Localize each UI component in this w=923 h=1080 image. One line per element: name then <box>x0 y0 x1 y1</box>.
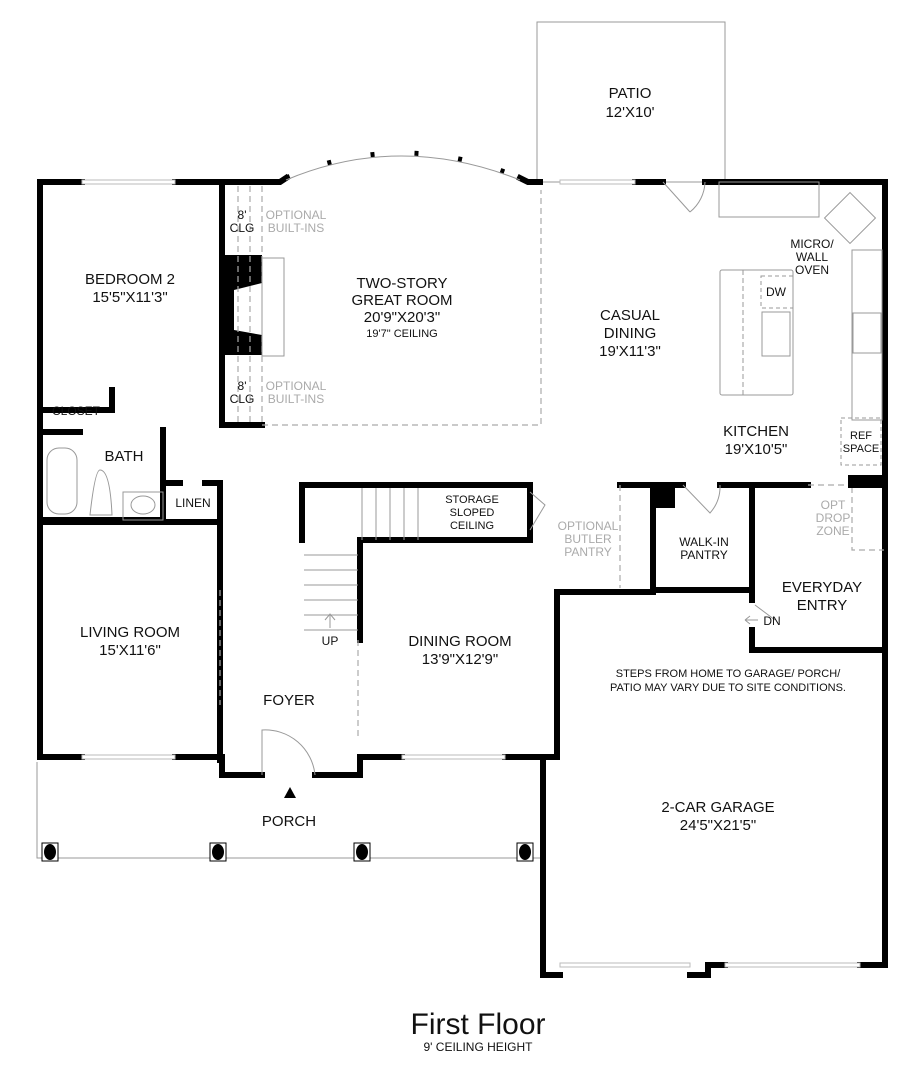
micro-oven-label: MICRO/ <box>790 237 834 251</box>
drop-zone-label: DROP <box>816 511 851 525</box>
walk-in-pantry-label: WALK-IN <box>679 535 729 549</box>
floor-title: First Floor <box>411 1008 546 1041</box>
casual-dining-size: 19'X11'3" <box>599 343 661 360</box>
porch-columns <box>41 842 534 862</box>
casual-dining-label-2: DINING <box>604 325 657 342</box>
dishwasher-label: DW <box>766 285 787 299</box>
storage-label: CEILING <box>450 520 494 532</box>
staircase <box>304 488 419 631</box>
butler-pantry-label: PANTRY <box>564 545 612 559</box>
garage-label: 2-CAR GARAGE <box>661 799 774 816</box>
patio-outline <box>536 21 726 183</box>
kitchen-fixtures <box>46 181 883 521</box>
bath-label: BATH <box>105 448 144 465</box>
down-label: DN <box>763 614 780 628</box>
clg-label: CLG <box>230 221 255 235</box>
great-room-ceiling: 19'7" CEILING <box>366 328 437 340</box>
great-room-label-2: GREAT ROOM <box>351 292 452 309</box>
optional-builtins: BUILT-INS <box>268 392 324 406</box>
foyer-label: FOYER <box>263 692 315 709</box>
butler-pantry-label: BUTLER <box>564 532 612 546</box>
clg-label: CLG <box>230 392 255 406</box>
living-room-label: LIVING ROOM <box>80 624 180 641</box>
dining-room-label: DINING ROOM <box>408 633 511 650</box>
walk-in-pantry-label: PANTRY <box>680 548 728 562</box>
steps-note: PATIO MAY VARY DUE TO SITE CONDITIONS. <box>610 682 846 694</box>
porch-label: PORCH <box>262 813 316 830</box>
optional-builtins: OPTIONAL <box>266 208 327 222</box>
linen-label: LINEN <box>175 496 210 510</box>
patio-label: PATIO <box>609 85 652 102</box>
steps-note: STEPS FROM HOME TO GARAGE/ PORCH/ <box>616 668 841 680</box>
bedroom2-size: 15'5"X11'3" <box>92 289 167 306</box>
optional-builtins: BUILT-INS <box>268 221 324 235</box>
kitchen-label: KITCHEN <box>723 423 789 440</box>
entry-arrow-icon <box>284 787 296 798</box>
doors <box>261 181 776 776</box>
casual-dining-label: CASUAL <box>600 307 660 324</box>
micro-oven-label: WALL <box>796 250 829 264</box>
butler-pantry-label: OPTIONAL <box>558 519 619 533</box>
kitchen-size: 19'X10'5" <box>725 441 788 458</box>
great-room-label: TWO-STORY <box>356 275 447 292</box>
drop-zone-label: ZONE <box>816 524 849 538</box>
micro-oven-label: OVEN <box>795 263 829 277</box>
closet-label: CLOSET <box>52 404 101 418</box>
up-label: UP <box>322 634 339 648</box>
ref-space-label: SPACE <box>843 443 879 455</box>
storage-label: SLOPED <box>450 507 495 519</box>
drop-zone-label: OPT <box>821 498 846 512</box>
bedroom2-label: BEDROOM 2 <box>85 271 175 288</box>
storage-label: STORAGE <box>445 494 499 506</box>
everyday-entry-label: EVERYDAY <box>782 579 862 596</box>
porch-outline <box>36 762 543 859</box>
everyday-entry-label: ENTRY <box>797 597 848 614</box>
clg-label: 8' <box>238 379 247 393</box>
patio-size: 12'X10' <box>605 104 654 121</box>
optional-builtins: OPTIONAL <box>266 379 327 393</box>
garage-size: 24'5"X21'5" <box>680 817 756 834</box>
walls <box>37 173 888 978</box>
great-room-size: 20'9"X20'3" <box>364 309 440 326</box>
dining-room-size: 13'9"X12'9" <box>422 651 498 668</box>
ceiling-height-note: 9' CEILING HEIGHT <box>424 1040 534 1054</box>
living-room-size: 15'X11'6" <box>99 642 161 659</box>
clg-label: 8' <box>238 208 247 222</box>
windows <box>81 179 861 968</box>
ref-space-label: REF <box>850 430 872 442</box>
fireplace <box>222 255 285 357</box>
